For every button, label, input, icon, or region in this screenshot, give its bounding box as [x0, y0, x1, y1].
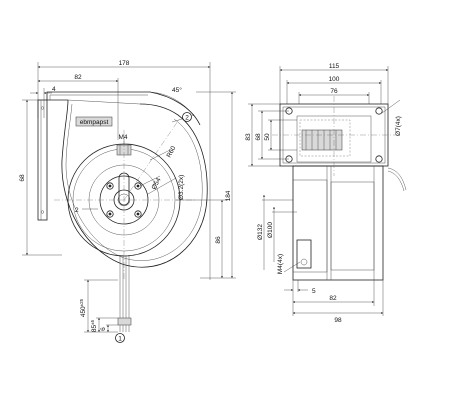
dim-height-left: 68	[19, 174, 26, 182]
dim-side-h2: 68	[255, 133, 262, 141]
dim-side-top-1: 115	[329, 63, 340, 70]
dim-mark-two: 2	[75, 207, 79, 214]
dim-side-top-3: 76	[330, 88, 338, 95]
dim-side-h3: 50	[264, 133, 271, 141]
dim-front-offset: 82	[74, 74, 82, 81]
callout-1: 1	[118, 336, 122, 343]
callout-1-circle	[115, 333, 125, 343]
dim-side-h1: 83	[245, 133, 252, 141]
dim-hole-dia: Ø54	[151, 176, 163, 190]
dim-height-lower: 86	[215, 236, 222, 244]
dim-strip-short: 6	[100, 327, 107, 331]
dim-side-bot-2: 82	[329, 295, 337, 302]
dim-side-bot-3: 98	[334, 317, 342, 324]
dim-front-width: 178	[119, 60, 130, 67]
dim-side-d1: Ø132	[257, 224, 264, 240]
dim-flange: 4	[52, 86, 56, 93]
front-view	[22, 62, 236, 343]
dim-cable-length: 450±25	[79, 298, 87, 317]
dim-side-d2: Ø100	[267, 222, 274, 238]
dim-angle: 45°	[172, 86, 182, 94]
dim-side-hole: Ø7(4x)	[395, 116, 402, 136]
dim-hub-thread: M4	[118, 134, 127, 141]
brand-label: ebmpapst	[80, 119, 109, 126]
dim-strip-length: 85±5	[90, 319, 98, 332]
callout-2: 2	[185, 115, 189, 122]
dim-side-thread: M4(4x)	[277, 254, 284, 274]
side-view	[248, 66, 407, 316]
dim-side-top-2: 100	[329, 76, 340, 83]
callout-2-circle	[182, 112, 192, 122]
dim-side-bot-1: 5	[312, 288, 316, 295]
dim-bolt-circle: Ø3.2(2x)	[178, 175, 185, 200]
dim-radius: R60	[166, 145, 178, 159]
dim-height-right: 184	[225, 190, 232, 201]
